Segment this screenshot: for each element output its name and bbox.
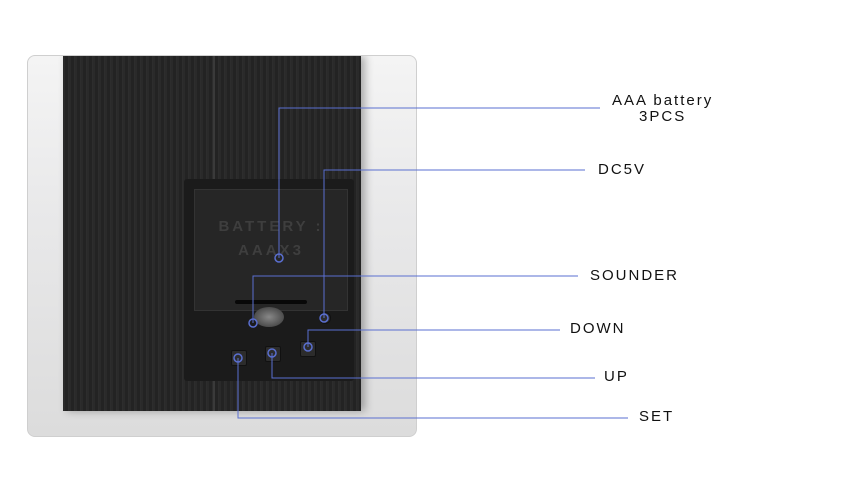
callout-line-down xyxy=(307,329,560,347)
sounder xyxy=(254,307,284,327)
callout-dots xyxy=(233,253,329,363)
callout-line-battery xyxy=(278,107,600,258)
set-button xyxy=(231,350,247,366)
battery-lid: BATTERY : AAAX3 xyxy=(194,189,348,311)
label-battery-line2: 3PCS xyxy=(639,108,687,125)
control-panel: BATTERY : AAAX3 xyxy=(184,179,354,381)
label-battery: AAA battery 3PCS xyxy=(612,93,713,125)
label-up: UP xyxy=(604,368,629,385)
label-dc5v: DC5V xyxy=(598,161,647,178)
callout-line-up xyxy=(271,353,595,379)
lid-text-2: AAAX3 xyxy=(238,242,304,259)
label-battery-line1: AAA battery xyxy=(612,92,714,109)
product-photo: BATTERY : AAAX3 xyxy=(27,55,417,437)
callout-line-dc5v xyxy=(323,169,585,318)
label-set: SET xyxy=(639,408,675,425)
lid-text-1: BATTERY : xyxy=(218,218,324,235)
lid-slot xyxy=(235,300,307,304)
callout-line-set xyxy=(237,358,628,419)
label-down: DOWN xyxy=(570,320,626,337)
callout-line-sounder xyxy=(252,275,578,323)
label-sounder: SOUNDER xyxy=(590,267,680,284)
